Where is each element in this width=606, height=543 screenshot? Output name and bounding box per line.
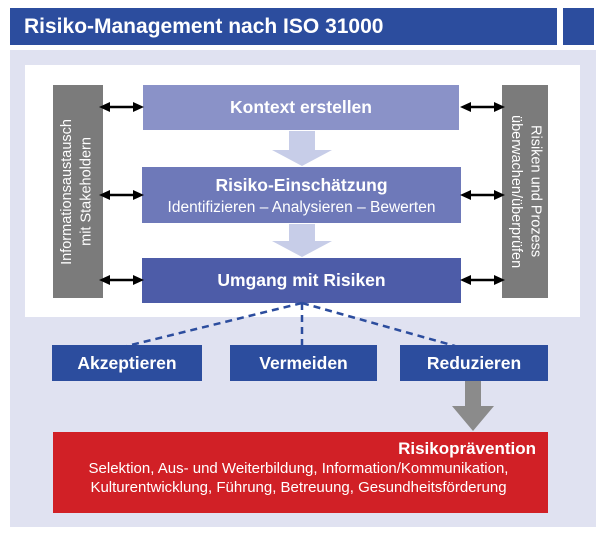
stakeholder-communication-bar: Informationsaustausch mit Stakeholdern <box>53 85 103 298</box>
monitor-review-bar: Risiken und Prozess überwachen/überprüfe… <box>502 85 548 298</box>
page-title: Risiko-Management nach ISO 31000 <box>10 8 557 45</box>
double-arrow-icon <box>99 273 144 287</box>
double-arrow-icon <box>460 188 505 202</box>
process-box-einschaetzung: Risiko-Einschätzung Identifizieren – Ana… <box>142 167 461 223</box>
down-arrow-icon <box>272 224 332 257</box>
strategy-box-reduzieren: Reduzieren <box>400 345 548 381</box>
dashed-connector-lines <box>0 301 606 347</box>
down-arrow-icon <box>272 131 332 166</box>
process-box-einschaetzung-label: Risiko-Einschätzung <box>215 175 388 195</box>
strategy-box-akzeptieren: Akzeptieren <box>52 345 202 381</box>
prevention-title: Risikoprävention <box>398 439 536 458</box>
double-arrow-icon <box>99 188 144 202</box>
strategy-box-vermeiden: Vermeiden <box>230 345 377 381</box>
double-arrow-icon <box>460 273 505 287</box>
double-arrow-icon <box>99 100 144 114</box>
monitor-review-label: Risiken und Prozess überwachen/überprüfe… <box>508 114 544 269</box>
process-box-umgang: Umgang mit Risiken <box>142 258 461 303</box>
double-arrow-icon <box>460 100 505 114</box>
process-box-kontext: Kontext erstellen <box>143 85 459 130</box>
title-bar-end-square <box>563 8 594 45</box>
gray-down-arrow-icon <box>452 381 494 431</box>
process-box-einschaetzung-sublabel: Identifizieren – Analysieren – Bewerten <box>167 199 436 216</box>
process-box-umgang-label: Umgang mit Risiken <box>217 270 386 290</box>
prevention-line1: Selektion, Aus- und Weiterbildung, Infor… <box>88 460 509 477</box>
prevention-box: Risikoprävention Selektion, Aus- und Wei… <box>53 432 548 513</box>
process-box-kontext-label: Kontext erstellen <box>230 97 372 117</box>
prevention-line2: Kulturentwicklung, Führung, Betreuung, G… <box>90 479 507 496</box>
stakeholder-communication-label: Informationsaustausch mit Stakeholdern <box>59 118 95 265</box>
